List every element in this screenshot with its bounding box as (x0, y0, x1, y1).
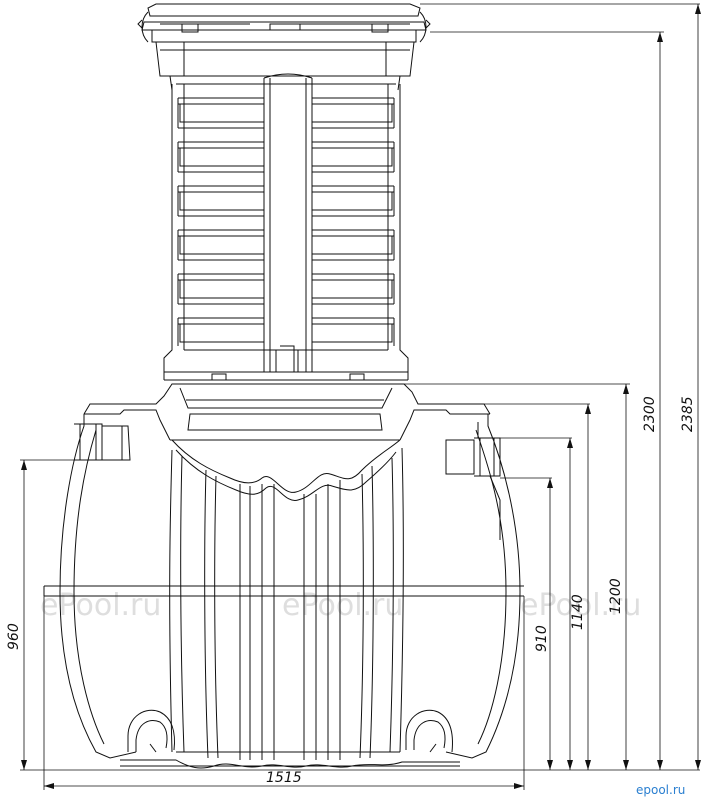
tank-body (43, 414, 524, 769)
dimension-lines (20, 3, 700, 790)
dim-inlet-height: 1140 (570, 594, 586, 630)
watermarks: ePool.ru ePool.ru ePool.ru (40, 588, 641, 623)
watermark: ePool.ru (282, 588, 403, 623)
dim-width: 1515 (266, 770, 302, 786)
dim-height-to-neck: 2300 (642, 396, 658, 432)
watermark: ePool.ru (40, 588, 161, 623)
dim-body-height: 1200 (608, 578, 624, 614)
dim-side-height: 960 (6, 623, 22, 650)
dimension-labels: 2385 2300 1200 1140 910 960 1515 (6, 396, 696, 786)
tank-top (83, 383, 491, 501)
neck-collar (155, 41, 415, 91)
neck-shaft (163, 73, 409, 381)
watermark: ePool.ru (520, 588, 641, 623)
dimension-arrows (21, 4, 701, 789)
dim-overall-height: 2385 (680, 396, 696, 432)
outlet-pipe (445, 422, 501, 540)
inlet-pipe (74, 423, 131, 461)
body-ribs (169, 447, 404, 760)
neck-ribs-left (177, 97, 264, 346)
neck-ribs-right (312, 97, 395, 346)
lid (137, 3, 431, 43)
dim-outlet-height: 910 (534, 625, 550, 652)
site-logo: epool.ru (636, 783, 685, 797)
base-feet (127, 709, 453, 753)
